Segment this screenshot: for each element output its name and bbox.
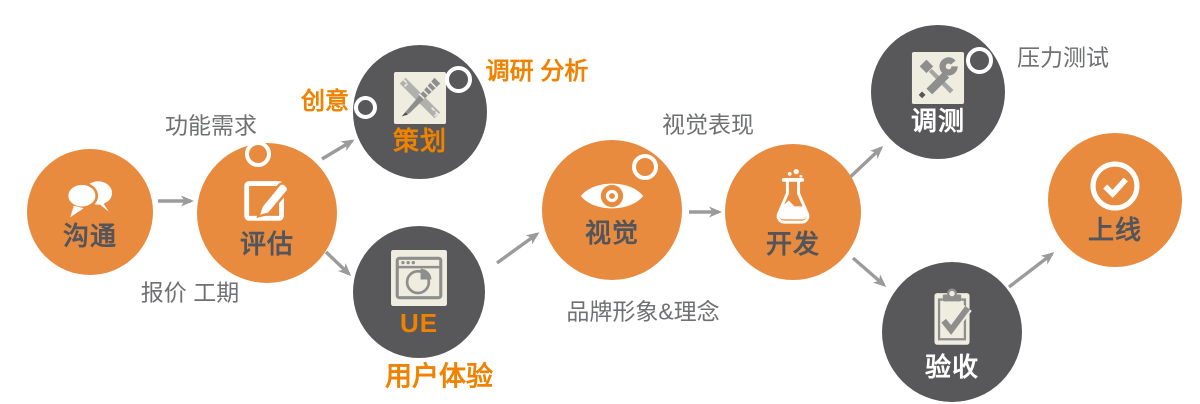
label-research-analysis: 调研 分析	[485, 58, 589, 85]
node-label-development: 开发	[765, 228, 820, 259]
milestone-ring-icon	[245, 141, 271, 167]
label-functional-requirements: 功能需求	[165, 112, 257, 139]
clipboard-check-icon	[934, 288, 972, 345]
node-label-visual: 视觉	[584, 217, 639, 248]
node-development: 开发	[725, 144, 861, 280]
node-label-evaluation: 评估	[239, 228, 294, 259]
node-launch: 上线	[1048, 133, 1182, 267]
node-acceptance: 验收	[882, 262, 1022, 402]
tools-icon	[911, 51, 965, 104]
arrow-development-testing	[844, 145, 884, 183]
node-ue: UE	[353, 226, 485, 358]
edit-note-icon	[244, 180, 290, 221]
arrow-ue-visual	[496, 232, 540, 265]
label-quote-schedule: 报价 工期	[140, 279, 240, 306]
node-label-testing: 调测	[910, 105, 965, 136]
node-label-planning: 策划	[392, 125, 447, 156]
node-label-launch: 上线	[1087, 214, 1142, 245]
label-stress-testing: 压力测试	[1017, 44, 1109, 71]
flask-icon	[776, 168, 810, 224]
node-label-acceptance: 验收	[924, 351, 979, 382]
browser-pie-icon	[391, 249, 447, 306]
milestone-ring-icon	[354, 96, 377, 119]
label-visual-expression: 视觉表现	[662, 111, 754, 138]
node-communication: 沟通	[27, 149, 153, 275]
arrow-acceptance-launch	[1007, 252, 1055, 289]
node-label-ue: UE	[399, 307, 439, 338]
milestone-ring-icon	[966, 47, 993, 74]
eye-icon	[580, 183, 644, 208]
node-label-communication: 沟通	[62, 221, 117, 251]
node-visual: 视觉	[542, 140, 682, 280]
design-tools-icon	[393, 71, 447, 124]
milestone-ring-icon	[632, 154, 658, 180]
chat-bubbles-icon	[65, 181, 113, 218]
arrow-evaluation-ue	[324, 250, 352, 277]
arrow-evaluation-planning	[321, 139, 355, 161]
milestone-ring-icon	[445, 66, 472, 93]
label-user-experience: 用户体验	[385, 361, 493, 392]
check-circle-icon	[1090, 161, 1140, 210]
label-creativity: 创意	[301, 88, 349, 115]
label-brand-image: 品牌形象&理念	[566, 298, 720, 325]
node-testing: 调测	[871, 25, 1005, 159]
node-evaluation: 评估	[197, 143, 337, 283]
arrow-development-acceptance	[851, 256, 887, 287]
